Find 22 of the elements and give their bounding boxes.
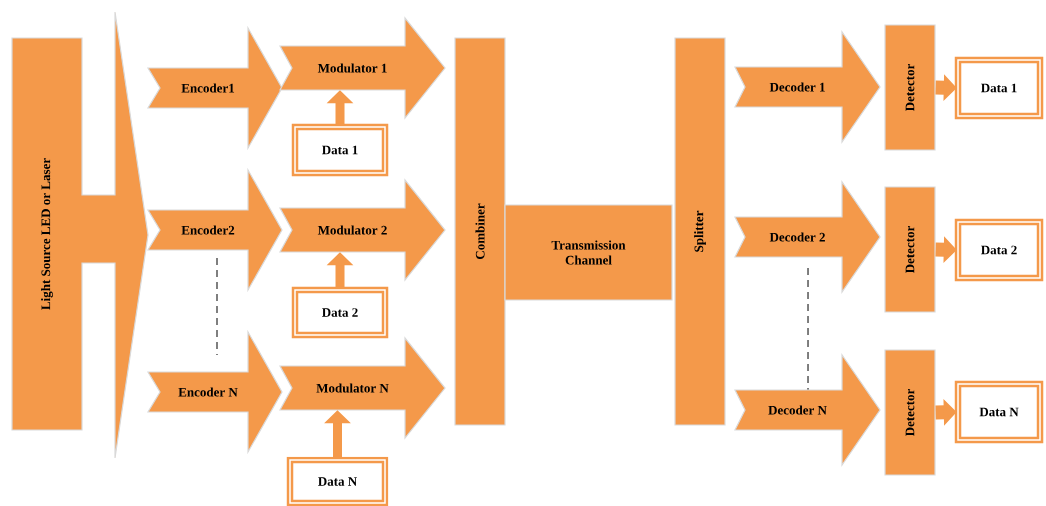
- data-box: Data 1: [954, 56, 1044, 120]
- process-block: Modulator 1: [279, 16, 446, 120]
- block-box: Splitter: [674, 37, 726, 426]
- block-box: Transmission Channel: [504, 204, 673, 301]
- data-box: Data N: [286, 456, 389, 506]
- block-box: Detector: [884, 349, 936, 476]
- process-block: Decoder 2: [734, 180, 881, 294]
- process-block: Encoder2: [146, 167, 283, 293]
- process-block: Encoder1: [146, 25, 283, 151]
- data-box: Data 2: [954, 218, 1044, 282]
- process-block: Decoder 1: [734, 30, 881, 144]
- light-source-block: Light Source LED or Laser: [11, 11, 149, 459]
- data-box: Data 1: [291, 123, 389, 177]
- block-box: Combiner: [454, 37, 506, 426]
- data-box: Data N: [954, 380, 1044, 444]
- process-block: Modulator N: [279, 336, 446, 440]
- block-box: Detector: [884, 24, 936, 151]
- process-block: Encoder N: [146, 329, 283, 455]
- process-block: Decoder N: [734, 353, 881, 467]
- process-block: Modulator 2: [279, 178, 446, 282]
- block-box: Detector: [884, 186, 936, 313]
- data-box: Data 2: [291, 286, 389, 339]
